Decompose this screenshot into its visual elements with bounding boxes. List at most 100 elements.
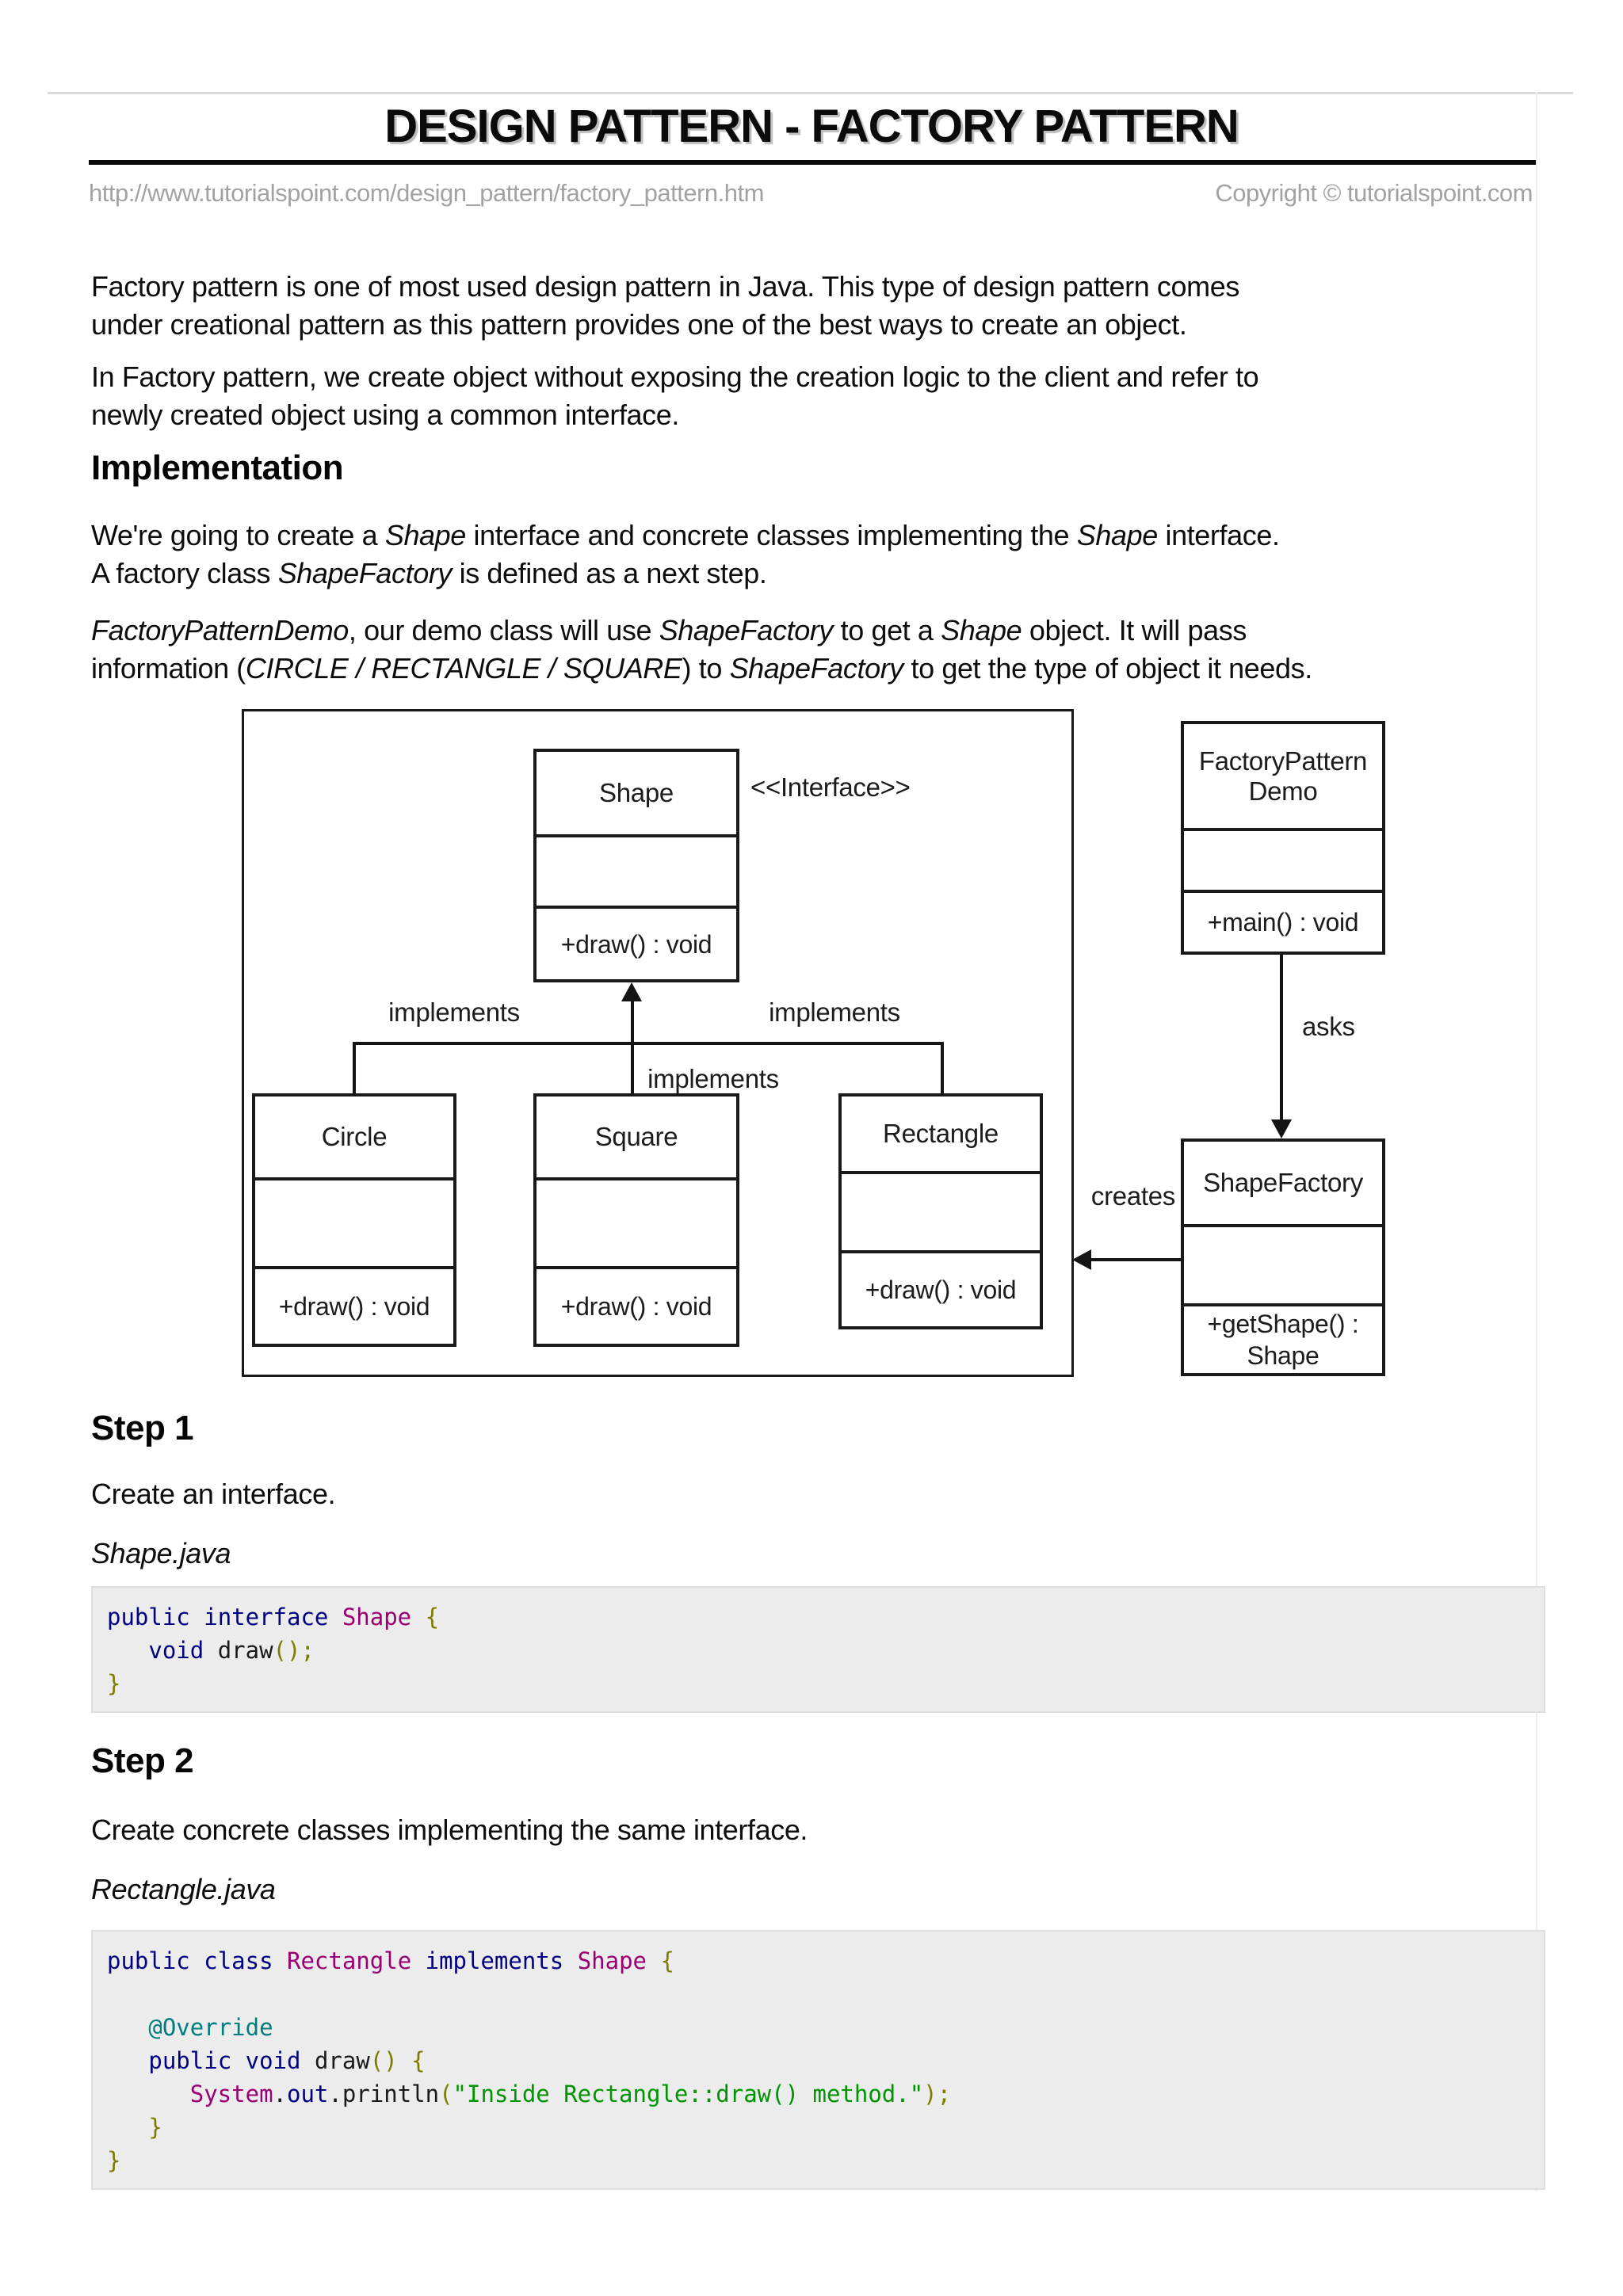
code-line — [107, 1978, 1544, 2011]
text-token — [563, 1947, 577, 1974]
uml-class-circle: Circle +draw() : void — [252, 1093, 456, 1347]
code-line: void draw(); — [107, 1634, 1544, 1667]
step2-heading: Step 2 — [91, 1741, 194, 1780]
text-token: interface — [204, 1604, 329, 1630]
text-token — [190, 1604, 204, 1630]
text-token — [300, 2047, 314, 2074]
implements-arrowhead-icon — [621, 982, 642, 1001]
code-line: public void draw() { — [107, 2044, 1544, 2077]
code-line: public interface Shape { — [107, 1600, 1544, 1634]
class-attributes — [1184, 1224, 1382, 1303]
text-token: public — [107, 1947, 190, 1974]
text-token: println — [342, 2081, 440, 2107]
class-title: Circle — [321, 1122, 388, 1151]
code-line: System.out.println("Inside Rectangle::dr… — [107, 2077, 1544, 2111]
text-token: (); — [273, 1637, 315, 1664]
page-right-edge — [1536, 92, 1537, 2191]
text-token: public — [107, 1604, 190, 1630]
implements-label-right: implements — [769, 997, 900, 1027]
text-token: object. It will pass — [1022, 614, 1247, 646]
class-attributes — [842, 1171, 1040, 1250]
text-token — [107, 2114, 148, 2141]
text-token — [231, 2047, 245, 2074]
implements-branch-square — [631, 1042, 634, 1095]
text-token: Rectangle — [287, 1947, 412, 1974]
text-token: ( — [439, 2081, 453, 2107]
top-divider — [48, 92, 1573, 94]
step2-filename: Rectangle.java — [91, 1873, 276, 1905]
text-token: Shape — [1076, 519, 1159, 551]
implements-arrow-shaft — [631, 997, 634, 1045]
class-attributes — [537, 834, 736, 906]
class-methods: +draw() : void — [842, 1250, 1040, 1326]
intro-paragraph-1: Factory pattern is one of most used desi… — [91, 268, 1239, 344]
creates-arrow-shaft — [1086, 1258, 1182, 1261]
uml-class-square: Square +draw() : void — [533, 1093, 739, 1347]
step2-text: Create concrete classes implementing the… — [91, 1814, 808, 1846]
text-token — [107, 2014, 148, 2041]
text-token: . — [273, 2081, 287, 2107]
text-token: ShapeFactory — [277, 557, 453, 589]
text-token: interface and concrete classes implement… — [465, 519, 1077, 551]
text-token: ShapeFactory — [729, 652, 904, 685]
text-token: System — [189, 2081, 273, 2107]
text-token: { — [425, 1604, 440, 1630]
implementation-paragraph-2: FactoryPatternDemo, our demo class will … — [91, 612, 1312, 688]
interface-stereotype-label: <<Interface>> — [750, 772, 911, 802]
text-token: implements — [425, 1947, 564, 1974]
title-underline — [89, 160, 1537, 165]
code-line: } — [107, 1667, 1544, 1700]
text-token: In Factory pattern, we create object wit… — [91, 360, 1259, 393]
text-token: { — [660, 1947, 674, 1974]
uml-class-factory-pattern-demo: FactoryPattern Demo +main() : void — [1181, 721, 1385, 955]
text-token — [107, 2047, 148, 2074]
uml-class-shape: Shape +draw() : void — [533, 749, 739, 982]
header-meta-row: http://www.tutorialspoint.com/design_pat… — [89, 179, 1533, 208]
implements-branch-circle — [353, 1042, 356, 1095]
intro-paragraph-2: In Factory pattern, we create object wit… — [91, 358, 1259, 434]
text-token — [107, 1981, 120, 2008]
implements-label-middle: implements — [647, 1064, 779, 1093]
text-token: . — [328, 2081, 342, 2107]
creates-arrowhead-icon — [1072, 1249, 1091, 1270]
text-token: Shape — [941, 614, 1022, 646]
source-url: http://www.tutorialspoint.com/design_pat… — [89, 179, 764, 207]
text-token: ); — [923, 2081, 952, 2107]
copyright-text: Copyright © tutorialspoint.com — [1215, 179, 1533, 207]
text-token: A factory class — [91, 557, 278, 589]
step1-code-block: public interface Shape { void draw();} — [91, 1586, 1545, 1713]
text-token: void — [245, 2047, 301, 2074]
text-token: draw — [314, 2047, 370, 2074]
text-token: under creational pattern as this pattern… — [91, 308, 1187, 341]
text-token: , our demo class will use — [348, 614, 659, 646]
class-title-line1: FactoryPattern — [1198, 746, 1368, 776]
text-token: public — [148, 2047, 232, 2074]
text-token: Shape — [577, 1947, 647, 1974]
implements-trunk-line — [353, 1042, 944, 1045]
step2-code-block: public class Rectangle implements Shape … — [91, 1930, 1545, 2190]
text-token: "Inside Rectangle::draw() method." — [453, 2081, 924, 2107]
implements-label-left: implements — [388, 997, 520, 1027]
text-token: } — [107, 1670, 121, 1697]
asks-arrow-shaft — [1280, 955, 1283, 1123]
text-token — [190, 1947, 204, 1974]
text-token: ) to — [682, 652, 730, 685]
creates-label: creates — [1090, 1181, 1175, 1211]
uml-class-rectangle: Rectangle +draw() : void — [838, 1093, 1043, 1329]
class-attributes — [537, 1177, 736, 1266]
text-token: We're going to create a — [91, 519, 385, 551]
code-line: public class Rectangle implements Shape … — [107, 1944, 1544, 1978]
text-token — [204, 1637, 217, 1664]
text-token: class — [204, 1947, 273, 1974]
text-token: Factory pattern is one of most used desi… — [91, 270, 1239, 303]
text-token: to get the type of object it needs. — [903, 652, 1312, 685]
asks-arrowhead-icon — [1271, 1119, 1292, 1138]
class-methods: +draw() : void — [537, 1266, 736, 1344]
text-token — [273, 1947, 287, 1974]
text-token: Shape — [342, 1604, 412, 1630]
class-title: Shape — [599, 778, 674, 807]
class-title: ShapeFactory — [1203, 1168, 1363, 1197]
implementation-paragraph-1: We're going to create a Shape interface … — [91, 517, 1280, 593]
class-methods: +draw() : void — [537, 906, 736, 979]
step1-heading: Step 1 — [91, 1409, 194, 1447]
